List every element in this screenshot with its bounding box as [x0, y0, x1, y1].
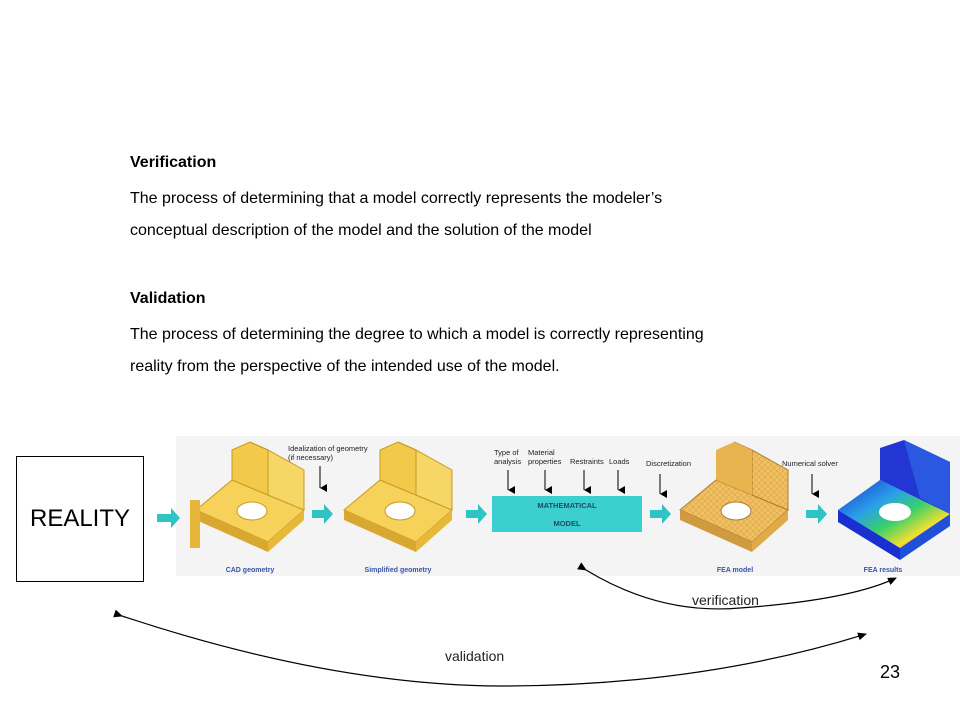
validation-arrow — [113, 609, 867, 687]
caption-fea-model: FEA model — [717, 567, 753, 574]
input-arrows — [319, 466, 819, 498]
fea-model-part — [679, 441, 789, 552]
numerical-solver-label: Numerical solver — [782, 459, 838, 468]
validation-def-line2: reality from the perspective of the inte… — [130, 358, 560, 375]
mathematical-model-box — [492, 496, 642, 532]
cad-geometry-part — [190, 441, 305, 552]
verification-arrow — [577, 562, 897, 610]
flow-arrows — [157, 504, 827, 528]
input-label-material-2: properties — [528, 457, 562, 466]
input-label-restraints: Restraints — [570, 457, 604, 466]
verification-def-line1: The process of determining that a model … — [130, 190, 663, 207]
verification-title: Verification — [130, 154, 217, 171]
verification-def-line2: conceptual description of the model and … — [130, 222, 592, 239]
input-label-type-2: analysis — [494, 457, 521, 466]
validation-arrow-label: validation — [445, 648, 505, 664]
validation-def-line1: The process of determining the degree to… — [130, 326, 704, 343]
caption-simplified: Simplified geometry — [365, 567, 432, 574]
simplified-geometry-part — [343, 441, 453, 552]
validation-title: Validation — [130, 290, 206, 307]
caption-fea-results: FEA results — [864, 567, 903, 574]
fea-results-part — [838, 440, 950, 560]
idealization-note: (if necessary) — [288, 453, 334, 462]
caption-cad: CAD geometry — [226, 567, 275, 574]
input-label-material-1: Material — [528, 448, 555, 457]
flow-arrow-2 — [312, 504, 333, 524]
discretization-label: Discretization — [646, 459, 691, 468]
flow-arrow-3 — [466, 504, 487, 524]
math-model-label-2: MODEL — [553, 519, 581, 528]
flow-arrow-1 — [157, 508, 180, 528]
reality-box: REALITY — [16, 456, 144, 582]
flow-arrow-5 — [806, 504, 827, 524]
math-model-label-1: MATHEMATICAL — [537, 501, 597, 510]
input-label-loads: Loads — [609, 457, 630, 466]
input-label-type-1: Type of — [494, 448, 520, 457]
flow-arrow-4 — [650, 504, 671, 524]
idealization-label: Idealization of geometry — [288, 444, 368, 453]
page-number: 23 — [880, 662, 901, 682]
reality-label: REALITY — [29, 505, 131, 532]
verification-arrow-label: verification — [692, 592, 759, 608]
